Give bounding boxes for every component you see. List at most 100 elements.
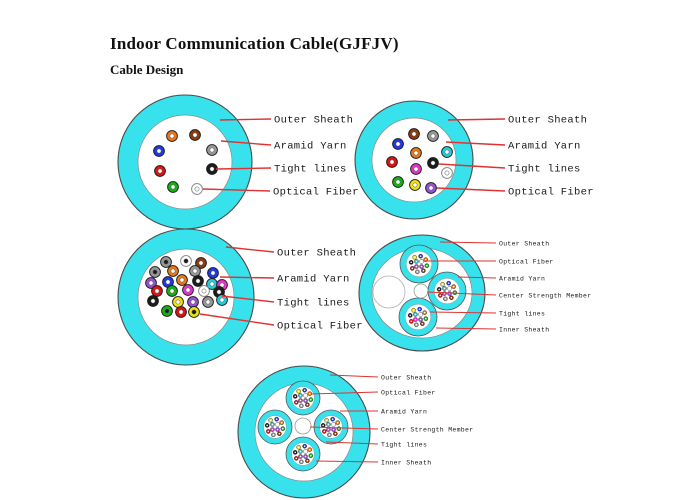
leader-line [438,163,506,169]
fiber-dot-core [165,279,171,285]
fiber-dot-core [275,418,278,420]
fiber-dot-core [413,166,419,172]
fiber-dot-core [266,424,268,427]
fiber-dot-core [419,313,422,316]
fiber-dot-core [310,454,312,457]
fiber-dot-core [447,282,450,284]
fiber-dot-core [179,277,185,283]
fiber-dot-core [303,445,306,447]
fiber-dot-core [219,297,225,303]
fiber-dot-core [295,401,298,404]
fiber-dot-core [267,430,270,433]
component-label: Outer Sheath [274,115,353,127]
fiber-dot-core [444,149,450,155]
fiber-dot-core [299,455,302,458]
component-label: Aramid Yarn [277,274,350,286]
fiber-dot-core [322,424,324,427]
fiber-dot-core [415,324,418,326]
component-label: Optical Fiber [508,187,594,199]
fiber-dot-core [154,288,160,294]
leader-line [219,118,272,121]
center-strength-member [294,417,312,435]
fiber-dot-core [414,318,417,321]
leader-line [315,460,379,463]
fiber-dot-core [450,296,453,299]
component-label: Optical Fiber [277,321,363,333]
component-label: Outer Sheath [499,240,549,247]
fiber-dot-core [325,419,328,422]
fiber-dot-core [426,264,428,267]
fiber-dot-core [409,314,411,317]
fiber-dot-core [183,258,189,264]
fiber-dot-core [152,269,158,275]
component-label: Tight lines [381,441,427,448]
fiber-dot-core [424,258,427,261]
fiber-dot-core [308,448,311,451]
component-label: Outer Sheath [508,115,587,127]
fiber-dot-core [294,395,296,398]
fiber-dot-core [410,320,413,323]
fiber-dot-core [430,133,436,139]
component-label: Outer Sheath [277,248,356,260]
component-label: Optical Fiber [381,389,436,396]
leader-line [426,291,497,296]
fiber-dot-core [416,271,419,273]
fiber-dot-core [422,269,425,272]
leader-line [447,118,506,121]
leader-line [220,140,272,146]
leader-line [325,441,379,445]
leader-line [445,141,506,146]
fiber-dot-core [303,389,306,391]
leader-line [221,295,275,303]
fiber-dot-core [192,268,198,274]
fiber-dot-core [164,308,170,314]
leader-line [439,241,497,244]
fiber-dot-core [425,317,427,320]
fiber-dot-core [395,141,401,147]
fiber-dot-core [327,423,330,426]
fiber-dot-core [282,427,284,430]
fiber-dot-core [443,287,446,290]
fiber-dot-core [332,423,335,426]
fiber-dot-core [295,457,298,460]
fiber-dot-core [276,423,279,426]
fiber-dot-core [297,446,300,449]
leader-line [225,246,275,253]
component-label: Tight lines [499,310,545,317]
fiber-dot-core [276,428,279,431]
fiber-dot-core [441,283,444,286]
fiber-dot-core [334,432,337,435]
component-label: Center Strength Member [499,292,591,299]
fiber-dot-core [297,390,300,393]
component-label: Aramid Yarn [499,275,545,282]
fiber-dot-core [413,256,416,259]
fiber-dot-core [415,260,418,263]
fiber-dot-core [331,418,334,420]
component-label: Tight lines [274,164,347,176]
fiber-dot-core [336,421,339,424]
component-label: Tight lines [508,164,581,176]
fiber-dot-core [191,309,197,315]
cable-core [137,114,233,210]
fiber-dot-core [415,265,418,268]
filler-rod [372,275,406,309]
fiber-dot-core [452,285,455,288]
leader-line [309,426,379,430]
component-label: Aramid Yarn [381,408,427,415]
fiber-dot-core [327,428,330,431]
fiber-dot-core [419,255,422,257]
fiber-dot-core [178,309,184,315]
fiber-dot-core [332,428,335,431]
fiber-dot-core [444,170,450,176]
fiber-dot-core [389,159,395,165]
component-label: Outer Sheath [381,374,431,381]
fiber-dot-core [280,421,283,424]
fiber-dot-core [216,289,222,295]
fiber-dot-core [323,430,326,433]
fiber-dot-core [300,405,303,407]
fiber-dot-core [328,434,331,436]
component-label: Optical Fiber [273,187,359,199]
